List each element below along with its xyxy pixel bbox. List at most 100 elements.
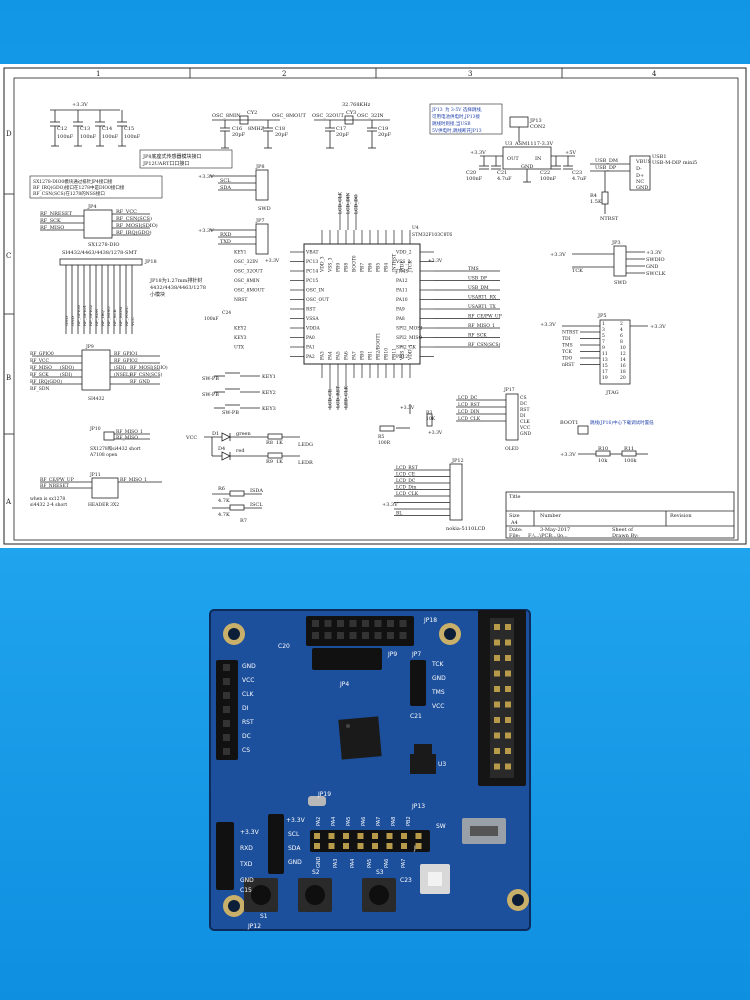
silk-label: TCK	[431, 661, 445, 668]
pin-label: RF_MISO	[40, 225, 64, 231]
row-label-b: B	[6, 374, 11, 382]
pin-label: RF_MOSI(SDIO)	[116, 222, 158, 229]
note-line: 5V供电时,跳线断开JP13	[432, 127, 482, 134]
net-label: NTRST	[600, 216, 619, 222]
pcb-board-photo: GND VCC CLK DI RST DC CS +3.3V RXD TXD G…	[209, 609, 531, 931]
ref-label: JP3	[611, 240, 621, 246]
mcu-pin-label: PA1	[306, 345, 315, 351]
jp18-pin-label: RF_SDN	[94, 308, 99, 326]
bottom-silk-label: PA6	[384, 859, 390, 868]
net-label: LEDR	[298, 460, 313, 466]
mcu-pin-label: PC14	[306, 269, 318, 275]
part-label: USB-M-DIP mini5	[652, 160, 697, 166]
silk-label: JP4	[339, 681, 349, 688]
note-line: JP18为1.27mm排针封	[149, 277, 202, 284]
power-label: +3.3V	[540, 322, 556, 328]
cap-ref: C13	[80, 126, 90, 132]
vcc-label: +3.3V	[72, 102, 88, 108]
val-label: 100nF	[466, 176, 483, 182]
ref-label: C16	[232, 126, 242, 132]
silk-label: DC	[242, 733, 251, 740]
col-label-1: 1	[96, 70, 100, 78]
key-buttons: SW-PB KEY1 SW-PB KEY2 SW-PB KEY3	[202, 372, 276, 416]
boot-label: BOOT1	[560, 420, 578, 426]
silk-label: CS	[242, 747, 250, 754]
mcu-net-label: TMS	[468, 266, 479, 272]
pin-label: D-	[636, 166, 642, 172]
jtag-pin-number: 13	[602, 357, 608, 363]
pin-label: RST	[520, 407, 529, 413]
power-label: VCC	[185, 435, 197, 441]
ref-label: R11	[624, 446, 634, 452]
mcu-stm32: U4 STM32F103C8T6 +3.3V +3.3V C24 100nF V…	[204, 191, 502, 410]
jtag-pin-number: 7	[602, 339, 605, 345]
i2c-header	[268, 814, 284, 874]
val-label: 20pF	[378, 132, 392, 138]
cap-ref: C15	[124, 126, 134, 132]
switch-s2-cap[interactable]	[305, 885, 325, 905]
pin-label: OUT	[507, 156, 519, 162]
mcu-pin-label: PB4	[384, 263, 390, 272]
val-label: 4.7K	[218, 498, 230, 504]
net-label: KEY2	[262, 390, 276, 396]
mcu-pin-label: JNTRST	[392, 254, 398, 273]
net-label: LCD_RST	[458, 402, 480, 408]
note-line: 可用电池供电时,JP13接	[432, 113, 480, 120]
jp18-pin-label: RF_MOSI	[118, 306, 123, 326]
pin-label: NC	[636, 179, 644, 185]
mcu-pin-label: PA8	[396, 316, 405, 322]
silk-label: DI	[242, 705, 249, 712]
mcu-pin-label: BOOT0	[352, 255, 358, 272]
col-label-3: 3	[468, 70, 472, 78]
number-label: Number	[540, 513, 561, 519]
power-label: +3.3V	[650, 324, 666, 330]
freq-label: 32.768KHz	[342, 102, 371, 108]
mcu-net-label: LCD_CLK	[338, 191, 344, 214]
ref-label: R4	[590, 193, 597, 199]
bottom-silk-label: PA3	[333, 859, 339, 868]
note-line: 小模块	[150, 291, 165, 298]
sub-label: SWD	[258, 206, 271, 212]
silk-label: SDA	[288, 845, 301, 852]
silk-label: +3.3V	[240, 829, 260, 836]
ref-label: C22	[540, 170, 550, 176]
swd-header	[410, 660, 426, 706]
pin-label: TXD	[220, 239, 231, 245]
ref-label: JP17	[503, 387, 515, 393]
note-line: JP12UART口口接口	[142, 160, 189, 167]
cap-val: 100nF	[57, 134, 74, 140]
part-label: SX1278-DIO	[88, 242, 119, 248]
part-label: SI4432	[88, 396, 104, 402]
mcu-net-label: LCD_CE	[328, 389, 334, 408]
silk-label: JP9	[387, 651, 397, 658]
note-line: RF_IRQ(GDO)接口在1278中是DIO0接口接	[33, 184, 125, 191]
decoupling-caps	[50, 109, 127, 147]
net-label: LEDG	[298, 442, 313, 448]
jp12-net-label: LCD_Din	[396, 485, 416, 491]
ref-label: JP5	[597, 313, 607, 319]
jp18-pin-label: RF_NSEL	[124, 306, 129, 326]
jp3-swd: JP3 +3.3V TCK +3.3V SWDIO GND SWCLK SWD	[550, 240, 666, 286]
net-label: RF_CE/PW_UP	[40, 477, 74, 483]
crystal-32k: 32.768KHz CY3 OSC_32OUT OSC_32IN C17 20p…	[312, 102, 392, 149]
ref-label: C19	[378, 126, 388, 132]
val-label: 20pF	[232, 132, 246, 138]
row-label-d: D	[6, 130, 12, 138]
ref-label: SW-PB	[202, 376, 219, 382]
ref-label: R5	[378, 434, 384, 440]
power-label: +3.3V	[265, 258, 280, 264]
switch-s3-cap[interactable]	[369, 885, 389, 905]
sub-label: OLED	[505, 446, 519, 452]
jtag-pin-number: 16	[620, 363, 626, 369]
switch-s1-cap[interactable]	[251, 885, 271, 905]
mcu-pin-label: JTDI	[400, 262, 406, 273]
regulator-chip	[410, 754, 436, 774]
ref-label: JP7	[255, 218, 265, 224]
size-value: A4	[510, 520, 518, 526]
mcu-pin-label: JTMS	[395, 269, 409, 275]
val-label: 4.7uF	[572, 176, 587, 182]
net-label: OSC_8MOUT	[272, 113, 306, 119]
part-label: nokia-5110LCD	[446, 526, 485, 532]
cap-ref: C12	[57, 126, 67, 132]
jp18-header: JP18 SI4432/4463/4438/1278-SMT JP18为1.27…	[59, 250, 206, 334]
